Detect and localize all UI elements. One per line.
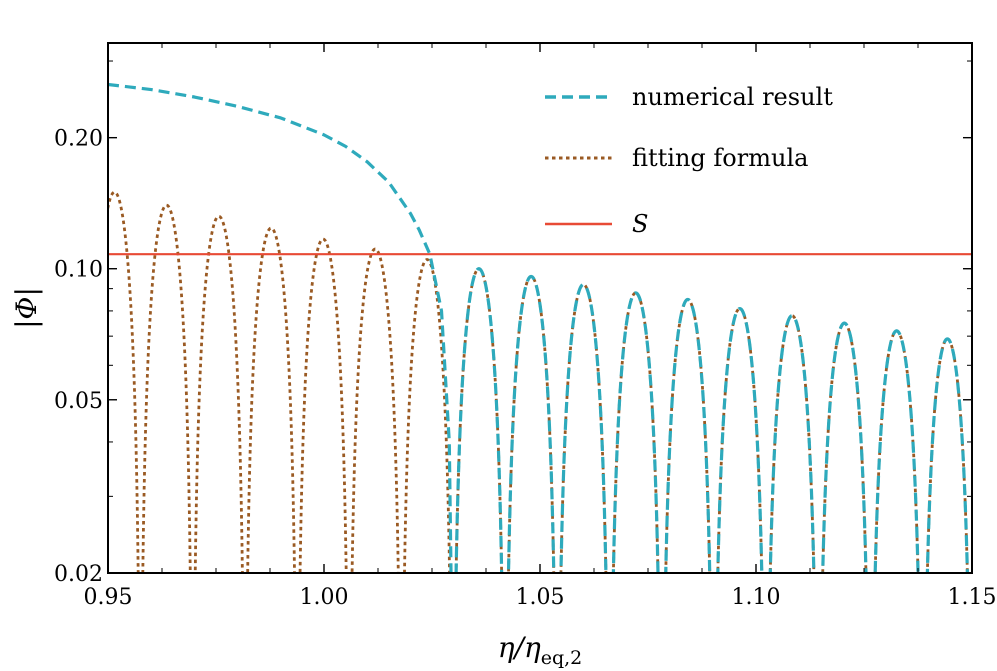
legend-label: numerical result <box>632 83 833 111</box>
y-tick-label: 0.10 <box>54 258 103 283</box>
y-tick-label: 0.02 <box>54 562 103 587</box>
legend-label: fitting formula <box>632 144 808 172</box>
y-axis-label: |Φ| <box>10 287 43 329</box>
x-tick-label: 0.95 <box>84 585 133 610</box>
y-tick-label: 0.05 <box>54 389 103 414</box>
ticks-layer: 0.95 1.00 1.05 1.10 1.15 0.02 0.05 0.10 0.20 <box>54 43 996 610</box>
series-layer <box>108 82 972 573</box>
x-axis-label-sub: eq,2 <box>541 647 583 669</box>
x-axis-label-main: η/η <box>498 631 541 664</box>
x-axis-label: η/ηeq,2 <box>498 631 583 669</box>
x-tick-label: 1.05 <box>516 585 565 610</box>
x-tick-label: 1.10 <box>732 585 781 610</box>
series-line-2 <box>108 190 969 573</box>
series-line-1 <box>108 82 969 573</box>
legend-label: S <box>632 210 648 238</box>
y-tick-label: 0.20 <box>54 127 103 152</box>
x-tick-label: 1.00 <box>300 585 349 610</box>
x-tick-label: 1.15 <box>948 585 997 610</box>
